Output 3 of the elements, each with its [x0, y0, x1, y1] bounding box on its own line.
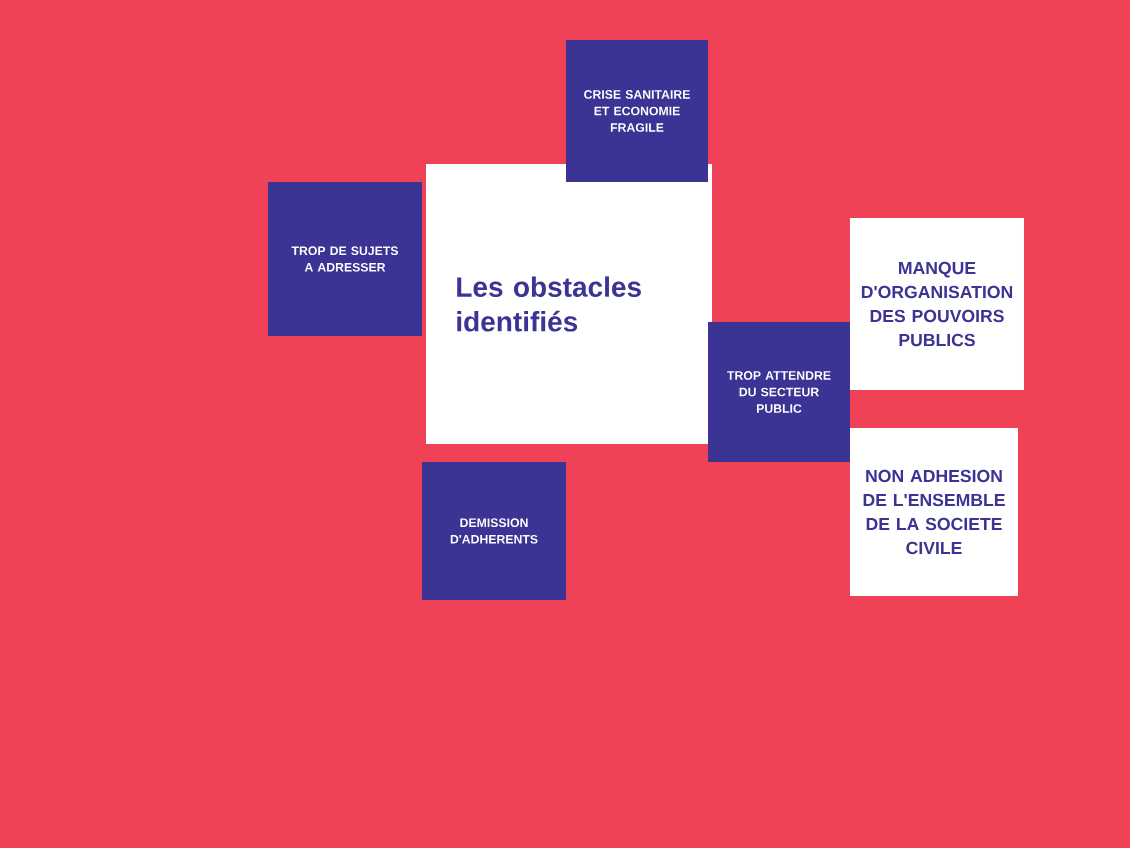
title-box: Les obstacles identifiés: [426, 164, 712, 444]
topic-box: MANQUE D'ORGANISATION DES POUVOIRS PUBLICS: [850, 218, 1024, 390]
topic-box: NON ADHESION DE L'ENSEMBLE DE LA SOCIETE CIVILE: [850, 428, 1018, 596]
